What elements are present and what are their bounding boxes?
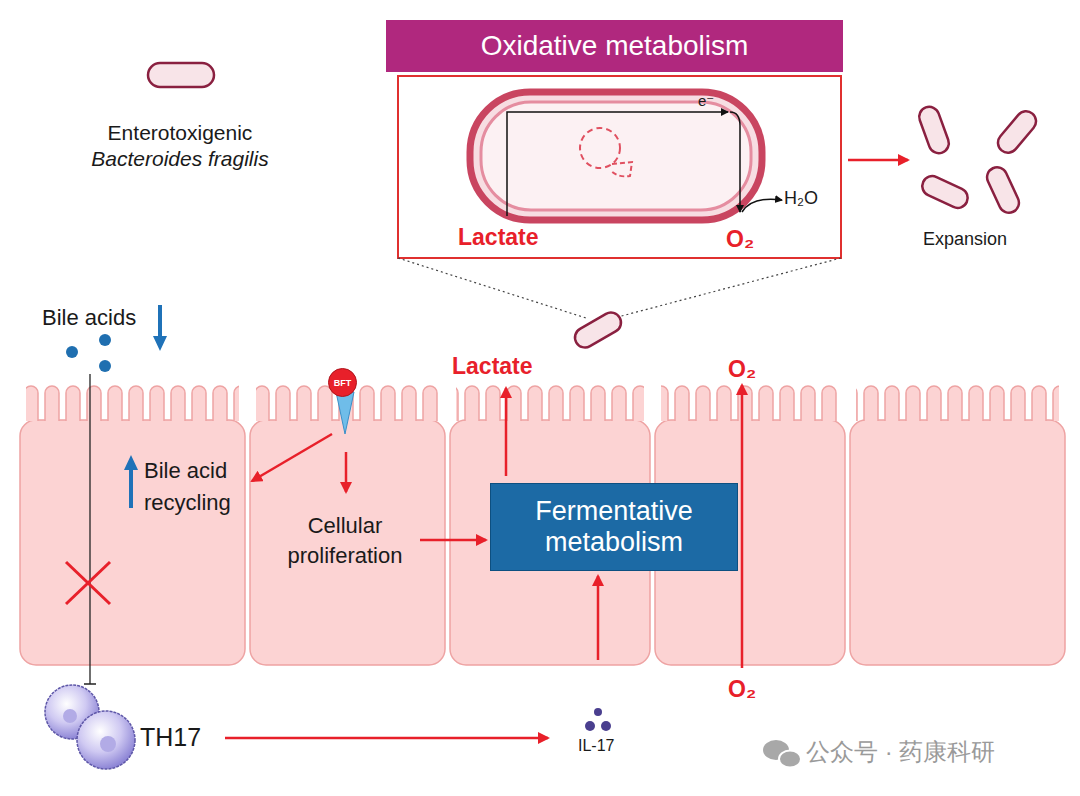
t-cell-nucleus xyxy=(100,736,116,752)
outcome-label: Expansion xyxy=(923,229,1007,251)
water-arrow xyxy=(742,199,782,212)
metabolite-label: O₂ xyxy=(728,676,756,704)
node-text: Fermentative metabolism xyxy=(491,496,737,558)
electron-flow xyxy=(507,112,728,216)
plasmid xyxy=(580,128,620,168)
decrease-arrow xyxy=(158,305,162,338)
increase-arrow xyxy=(124,455,138,470)
process-label: Cellular proliferation xyxy=(262,511,428,570)
expansion-arrow xyxy=(848,159,908,162)
decrease-arrow xyxy=(153,336,167,351)
watermark: 公众号 · 药康科研 xyxy=(806,738,995,767)
plasmid-loop xyxy=(610,162,632,176)
cell-label: TH17 xyxy=(140,722,201,752)
zoom-panel xyxy=(398,76,841,258)
epithelium xyxy=(20,385,1065,665)
organism-label: Bacteroides fragilis xyxy=(60,146,300,171)
zoom-leader xyxy=(614,258,841,318)
metabolite-label: O₂ xyxy=(726,226,754,254)
t-cell-nucleus xyxy=(63,709,77,723)
block-cross xyxy=(66,562,110,604)
bile-acid-dot xyxy=(66,346,78,358)
inhibition-line xyxy=(89,374,90,684)
metabolite-label: Lactate xyxy=(452,353,533,381)
cytokine-label: IL-17 xyxy=(578,736,614,755)
bacterium-cell xyxy=(470,92,762,220)
toxin-stem xyxy=(336,392,354,434)
watermark-icon xyxy=(763,740,801,768)
inhibition-bar xyxy=(84,683,96,685)
increase-arrow xyxy=(129,468,133,508)
metabolite-label: O₂ xyxy=(728,356,756,384)
node-text: BFT xyxy=(334,378,352,388)
zoom-leader xyxy=(398,258,586,318)
molecule-label: Bile acids xyxy=(42,305,136,331)
organism-label: Enterotoxigenic xyxy=(80,120,280,145)
block-cross xyxy=(66,562,110,604)
process-arrows xyxy=(225,385,742,738)
node-text: Oxidative metabolism xyxy=(481,30,749,62)
toxin-circle: BFT xyxy=(328,368,357,397)
electron-label: e⁻ xyxy=(698,92,714,110)
cytokine-dot xyxy=(594,708,602,716)
electron-flow xyxy=(730,112,740,212)
cytokine-dot xyxy=(601,721,611,731)
bile-acid-dot xyxy=(99,334,111,346)
section-banner: Oxidative metabolism xyxy=(386,20,843,72)
bacterium-icon xyxy=(571,309,624,351)
t-cell xyxy=(77,711,135,769)
bile-acid-dot xyxy=(99,360,111,372)
cytokine-dot xyxy=(585,721,595,731)
metabolite-label: Lactate xyxy=(458,224,539,252)
process-box: Fermentative metabolism xyxy=(490,483,738,571)
bacterium-icon xyxy=(148,63,214,87)
product-label: H₂O xyxy=(784,188,818,210)
bacteria-group xyxy=(916,104,1040,216)
bacterium-membrane xyxy=(481,102,751,210)
process-label: Bile acid recycling xyxy=(144,455,256,519)
